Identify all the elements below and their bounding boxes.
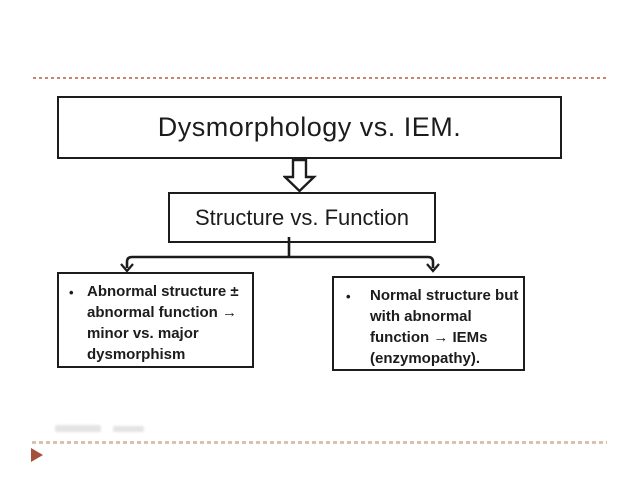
text-line: (enzymopathy). [370, 350, 481, 367]
structure-function-label: Structure vs. Function [195, 204, 409, 230]
text-line: with abnormal [370, 308, 472, 325]
abnormal-structure-box: • Abnormal structure ± abnormal function… [57, 272, 254, 368]
structure-function-box: Structure vs. Function [168, 192, 436, 243]
bullet-marker: • [69, 285, 74, 300]
normal-structure-box: • Normal structure but with abnormal fun… [332, 276, 525, 371]
hollow-down-arrow-icon [283, 158, 317, 193]
text-line: dysmorphism [87, 346, 186, 363]
text-line: Normal structure but [370, 287, 519, 304]
play-triangle-icon [31, 448, 43, 462]
branch-arrows [120, 237, 440, 273]
bottom-dotted-divider [32, 441, 607, 444]
text-line: Abnormal structure ± [87, 283, 239, 300]
faint-footer-text [55, 425, 101, 432]
top-dotted-divider [33, 77, 607, 79]
bullet-marker: • [346, 289, 351, 304]
abnormal-structure-text: Abnormal structure ± abnormal function →… [87, 281, 248, 366]
slide-title: Dysmorphology vs. IEM. [157, 112, 462, 142]
text-line: function → IEMs [370, 329, 488, 346]
normal-structure-text: Normal structure but with abnormal funct… [370, 285, 519, 369]
faint-footer-text [113, 426, 144, 432]
text-line: minor vs. major [87, 325, 199, 342]
title-box: Dysmorphology vs. IEM. [57, 96, 562, 159]
text-line: abnormal function → [87, 304, 237, 321]
